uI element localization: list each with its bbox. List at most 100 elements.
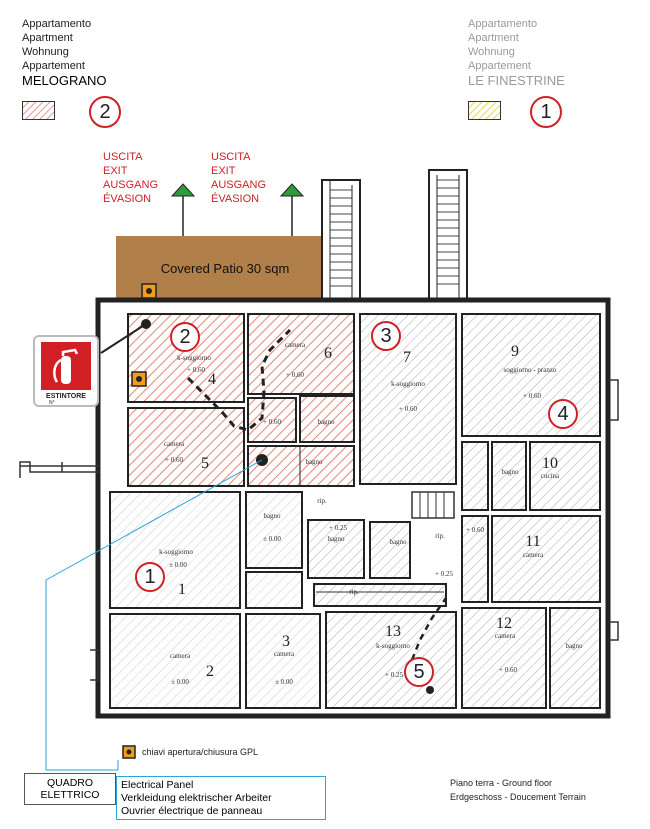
room-label: k-soggiorno [391,380,425,388]
room-label: camera [285,341,306,349]
room-number: 10 [542,455,558,472]
marker-1: 1 [135,562,165,592]
room-label: bagno [317,418,335,426]
extinguisher-sign: ESTINTORE N° [33,335,99,407]
legend-line: Appartement [468,60,531,72]
escape-route-13 [406,597,448,671]
marker-number: 2 [99,100,111,123]
exit-line: AUSGANG [103,179,159,191]
exit-line: USCITA [103,151,143,163]
room-label: bagno [263,512,281,520]
marker-number: 3 [380,324,392,347]
room-level: + 0.60 [499,666,517,674]
legend-melograno: Appartamento Apartment Wohnung Apparteme… [22,17,107,89]
legend-apartment-name: MELOGRANO [22,73,107,88]
gpl-key-icon [122,745,136,759]
marker-5: 5 [404,657,434,687]
legend-swatch-melograno [22,101,55,120]
left-annex [19,461,100,478]
room-label: k-soggiorno [177,354,211,362]
legend-line: Appartamento [468,18,538,30]
marker-number: 4 [557,402,569,425]
room-label: bagno [305,458,323,466]
room-label: camera [170,652,191,660]
electrical-panel-description: Electrical Panel Verkleidung elektrische… [116,776,326,820]
room-label: camera [495,632,516,640]
point-13 [426,686,434,694]
room-number: 1 [178,581,186,598]
extinguisher-sublabel: N° [49,400,55,406]
room-number: 9 [511,343,519,360]
marker-number: 1 [144,565,156,588]
extinguisher-panel [41,342,91,390]
exit-arrow-right [279,183,305,236]
exit-label-right: USCITA EXIT AUSGANG ÉVASION [211,150,266,206]
gpl-marker-room [131,371,147,387]
legend-line: Appartamento [22,18,92,30]
gpl-marker-patio [141,283,157,299]
room-label: soggiorno - pranzo [504,366,557,374]
marker-2: 2 [170,322,200,352]
room-level: + 0.25 [385,671,403,679]
room-label: + 0.25 [435,570,453,578]
central-stair [316,491,455,593]
room-label: rip. [349,588,359,596]
room-level: ± 0.00 [275,678,293,686]
room-number: 11 [525,533,540,550]
gpl-legend: chiavi apertura/chiusura GPL [122,745,258,759]
room-level: ± 0.00 [171,678,189,686]
apartment-melograno [127,313,355,487]
legend-line: Wohnung [468,46,515,58]
legend-marker-2: 2 [89,96,121,128]
panel-desc-line: Electrical Panel [121,779,194,791]
apartment-finestrine [109,491,321,709]
exit-label-left: USCITA EXIT AUSGANG ÉVASION [103,150,158,206]
exit-line: EXIT [103,165,128,177]
gpl-label: chiavi apertura/chiusura GPL [142,747,259,757]
legend-finestrine: Appartamento Apartment Wohnung Apparteme… [468,17,565,89]
legend-line: Apartment [468,32,519,44]
patio-label: Covered Patio 30 sqm [160,261,290,276]
room-number: 2 [206,663,214,680]
room-number: 13 [385,623,401,640]
room-label: camera [274,650,295,658]
room-label: bagno [565,642,583,650]
panel-line: ELETTRICO [40,789,100,801]
panel-line: QUADRO [46,777,94,789]
room-number: 3 [282,633,290,650]
room-number: 6 [324,345,332,362]
room-label: bagno [501,468,519,476]
electrical-panel-box: QUADRO ELETTRICO [24,773,116,805]
room-level: ± 0.00 [263,535,281,543]
room-level: + 0.60 [523,392,541,400]
room-labels: k-soggiorno + 0.60 camera + 0.60 camera … [159,341,583,686]
marker-3: 3 [371,321,401,351]
room-label: rip. [317,497,327,505]
exit-line: ÉVASION [211,193,260,205]
panel-desc-line: Verkleidung elektrischer Arbeiter [121,792,272,804]
exit-line: USCITA [211,151,251,163]
stair-top-right [428,169,468,301]
extinguisher-icon [53,348,79,384]
legend-marker-1: 1 [530,96,562,128]
room-number: 5 [201,455,209,472]
room-number: 4 [208,371,216,388]
extinguisher-label: ESTINTORE [46,393,86,400]
exit-arrow-left [170,183,196,236]
legend-line: Appartement [22,60,85,72]
floor-note: Piano terra - Ground floor [450,778,553,788]
room-label: + 0.25 [329,524,347,532]
electrical-leader [45,459,263,771]
right-annex [90,379,619,681]
room-number: 12 [496,615,512,632]
room-number: 7 [403,349,411,366]
room-label: rip. [435,532,445,540]
floor-notes: Piano terra - Ground floor Erdgeschoss -… [450,776,586,804]
legend-line: Apartment [22,32,73,44]
exit-line: EXIT [211,165,236,177]
room-level: ± 0.00 [169,561,187,569]
marker-4: 4 [548,399,578,429]
exit-line: ÉVASION [103,193,152,205]
legend-line: Wohnung [22,46,69,58]
panel-desc-line: Ouvrier électrique de panneau [121,805,263,817]
